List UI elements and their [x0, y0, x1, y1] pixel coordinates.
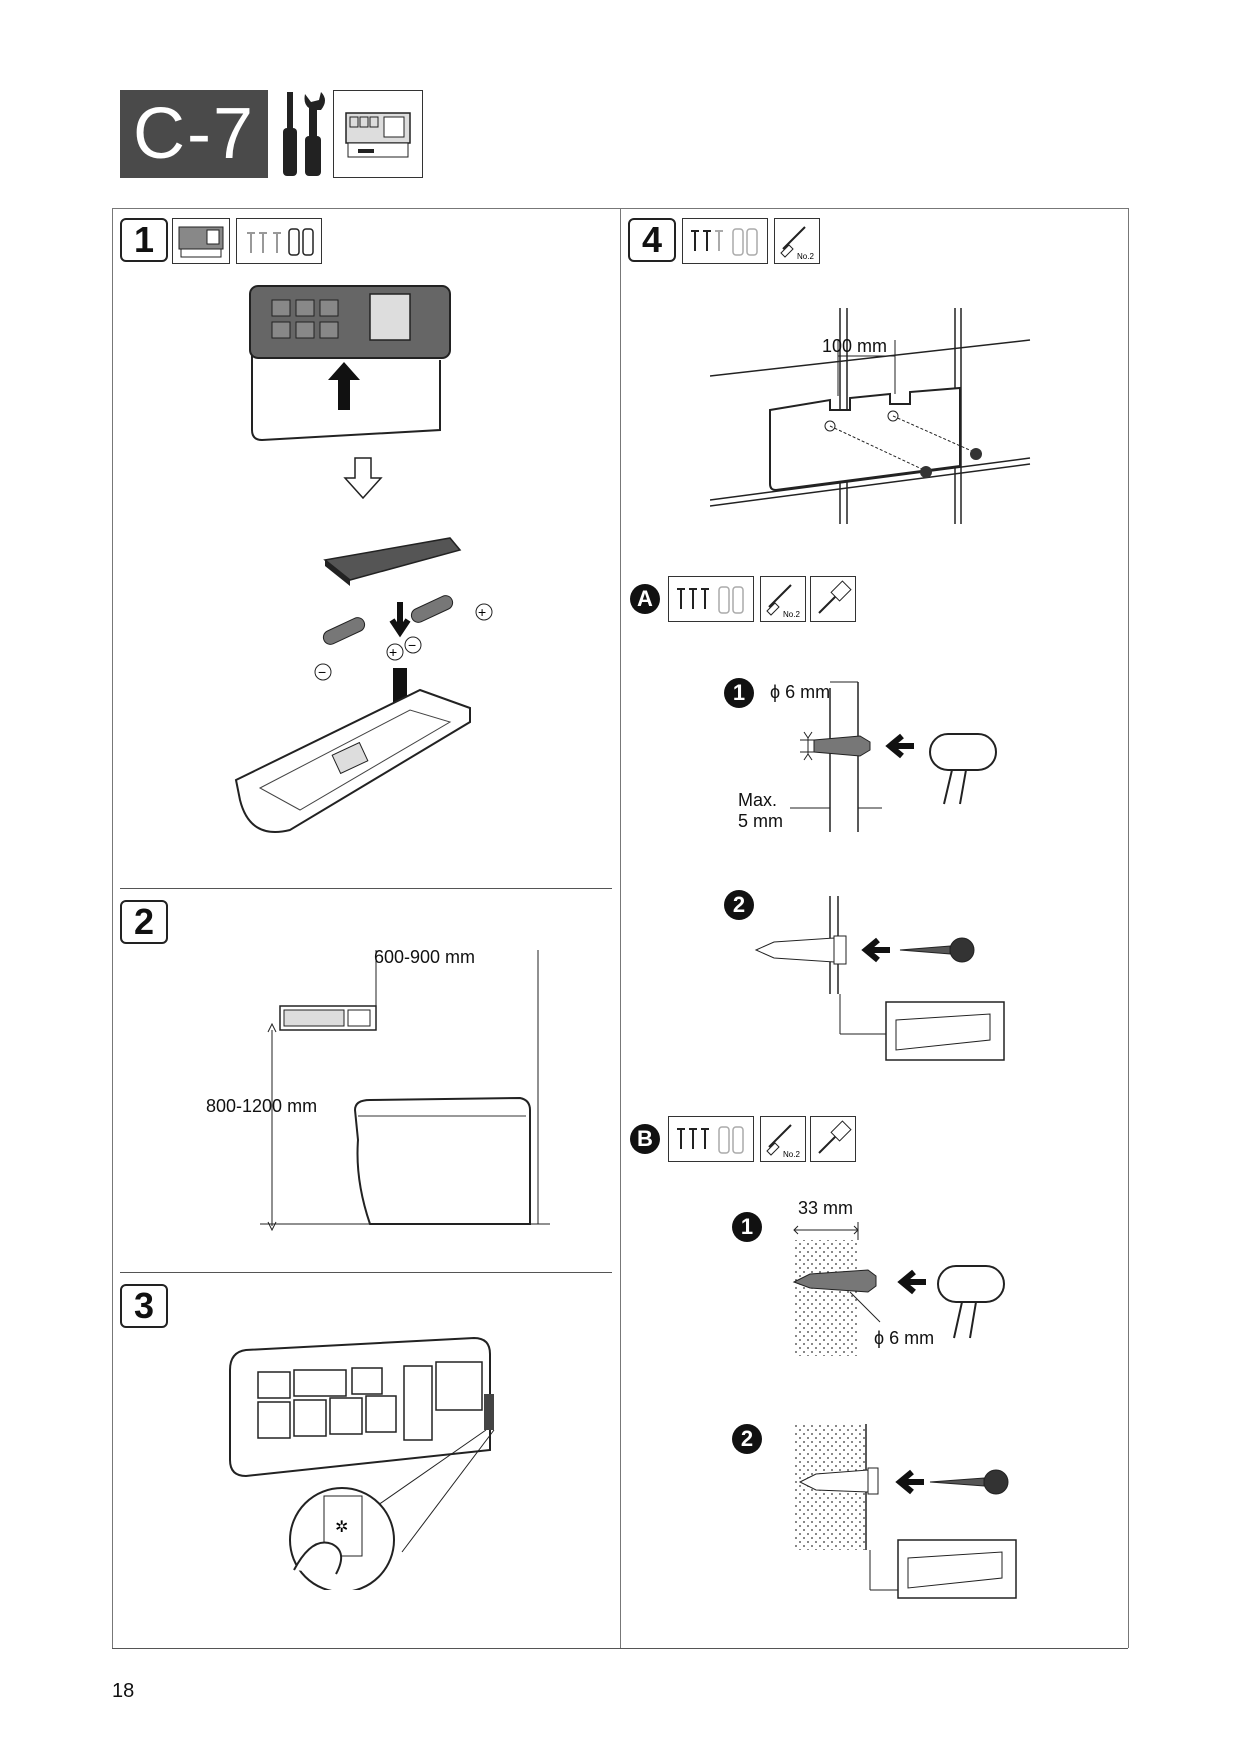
screwdriver-icon: No.2 [760, 576, 806, 622]
drill-diameter-label: ϕ 6 mm [874, 1328, 935, 1348]
tools-icon [283, 92, 325, 176]
step-4-badge: 4 [628, 218, 676, 262]
hammer-icon [810, 1116, 856, 1162]
drill-depth-label: 33 mm [798, 1198, 854, 1218]
variant-a-step-2-badge: 2 [724, 890, 754, 920]
screws-batteries-icon [668, 576, 754, 622]
control-panel-remove-illustration [249, 285, 451, 442]
mounting-position-illustration [260, 950, 550, 1232]
screwdriver-icon: No.2 [760, 1116, 806, 1162]
svg-text:+: + [389, 644, 397, 660]
screws-batteries-icon [668, 1116, 754, 1162]
hole-diameter-label: ϕ 6 mm [770, 682, 831, 702]
width-range-label: 600-900 mm [374, 947, 476, 967]
svg-text:+: + [478, 604, 486, 620]
variant-b-badge: B [630, 1124, 660, 1154]
screwdriver-icon: No.2 [774, 218, 820, 264]
screw-into-plug-illustration [754, 896, 1005, 1061]
settings-button-illustration: ✲ [229, 1336, 495, 1590]
max-label-line-1: Max. [738, 790, 778, 810]
screws-batteries-icon [682, 218, 768, 264]
section-code: C-7 [120, 90, 268, 178]
wall-mount-holes-illustration [710, 308, 1031, 524]
solid-wall-screw-illustration [794, 1424, 1017, 1599]
variant-a-badge: A [630, 584, 660, 614]
height-range-label: 800-1200 mm [206, 1096, 318, 1116]
battery-insertion-illustration: − + − + [234, 537, 493, 833]
drill-and-plug-illustration [790, 681, 997, 832]
control-panel-icon [333, 90, 423, 178]
step-2-badge: 2 [120, 900, 168, 944]
control-panel-icon [172, 218, 230, 264]
step-1-badge: 1 [120, 218, 168, 262]
screws-batteries-icon [236, 218, 322, 264]
svg-text:✲: ✲ [335, 1519, 348, 1536]
variant-b-step-1-badge: 1 [732, 1212, 762, 1242]
page-number: 18 [112, 1680, 135, 1702]
arrow-down-icon [343, 457, 383, 500]
svg-text:No.2: No.2 [783, 1150, 800, 1159]
svg-text:No.2: No.2 [797, 252, 814, 261]
solid-wall-drill-illustration [792, 1222, 1005, 1356]
svg-text:−: − [408, 637, 416, 653]
step-3-badge: 3 [120, 1284, 168, 1328]
variant-b-step-2-badge: 2 [732, 1424, 762, 1454]
hammer-icon [810, 576, 856, 622]
hole-spacing-label: 100 mm [822, 336, 888, 356]
svg-text:−: − [318, 664, 326, 680]
max-label-line-2: 5 mm [738, 811, 783, 831]
svg-text:No.2: No.2 [783, 610, 800, 619]
variant-a-step-1-badge: 1 [724, 678, 754, 708]
